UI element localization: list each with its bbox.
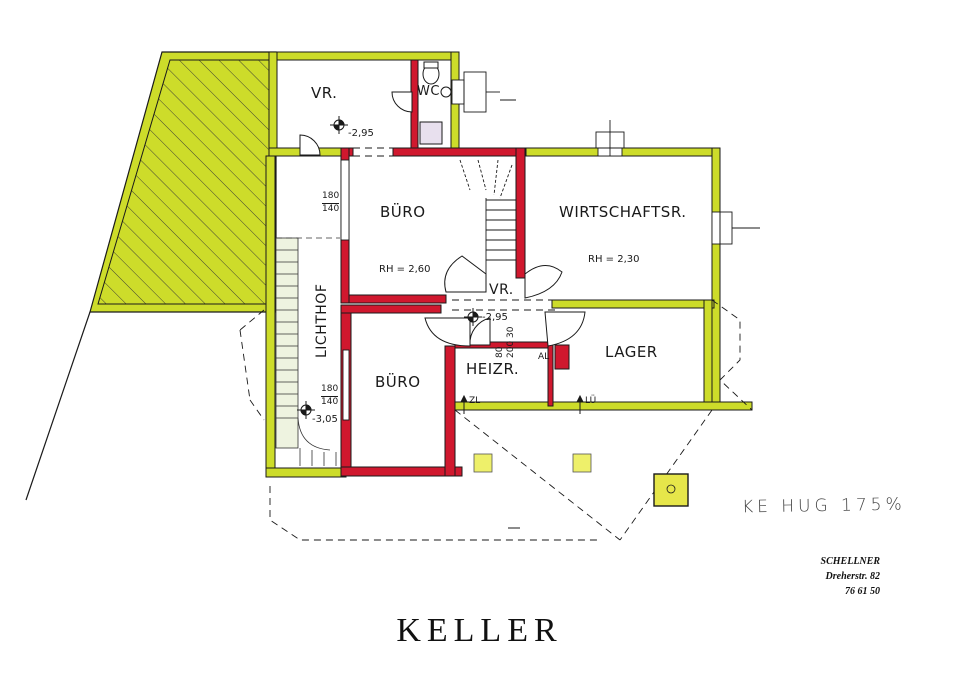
dashed-lines <box>239 147 753 541</box>
exterior-walls <box>265 51 753 478</box>
stamp-address: Dreherstr. 82 <box>825 571 880 582</box>
door-swings <box>299 91 586 347</box>
level-label-lichthof: -3,05 <box>312 414 338 425</box>
window-dim-bottom-lower: 140 <box>321 396 339 407</box>
room-label-wc: WC <box>417 84 440 99</box>
plan-title: KELLER <box>396 612 563 649</box>
al-label: AL <box>538 352 550 362</box>
room-label-heizraum: HEIZR. <box>466 360 520 378</box>
shafts <box>473 453 689 507</box>
room-label-buero-top: BÜRO <box>380 203 426 221</box>
room-height-wirtschaftsraum: RH = 2,30 <box>588 254 640 265</box>
zl-label: ZL <box>469 396 481 406</box>
wc-fixtures <box>419 61 452 145</box>
room-label-lichthof: LICHTHOF <box>314 283 330 358</box>
level-markers <box>297 116 482 419</box>
hatched-area <box>25 51 277 501</box>
room-label-buero-bottom: BÜRO <box>375 373 421 391</box>
stamp-phone: 76 61 50 <box>845 586 880 597</box>
window-dim-top-lower: 140 <box>322 203 340 214</box>
windows <box>340 71 760 421</box>
level-label-vr-center: -2,95 <box>482 312 508 323</box>
door-dims-heizraum-b: 200 30 <box>506 326 516 359</box>
stamp-name: SCHELLNER <box>820 556 880 567</box>
room-label-vr-center: VR. <box>489 282 514 298</box>
lichthof-stairs <box>275 237 340 466</box>
lu-label: LÜ <box>585 396 597 406</box>
interior-walls <box>340 59 570 477</box>
architect-stamp: SCHELLNER Dreherstr. 82 76 61 50 <box>770 554 880 599</box>
door-dims-heizraum-a: 80 <box>495 346 505 358</box>
level-label-vr-top: -2,95 <box>348 128 374 139</box>
handwritten-note: KE HUG 175% <box>741 494 906 518</box>
staircase <box>459 159 516 274</box>
room-label-lager: LAGER <box>605 343 658 361</box>
window-dim-bottom-upper: 180 <box>321 384 339 394</box>
room-label-vr-top: VR. <box>311 84 338 102</box>
room-height-buero-top: RH = 2,60 <box>379 264 431 275</box>
window-dim-top-upper: 180 <box>322 191 340 201</box>
arrow-markers <box>460 99 584 529</box>
room-label-wirtschaftsraum: WIRTSCHAFTSR. <box>559 203 687 221</box>
